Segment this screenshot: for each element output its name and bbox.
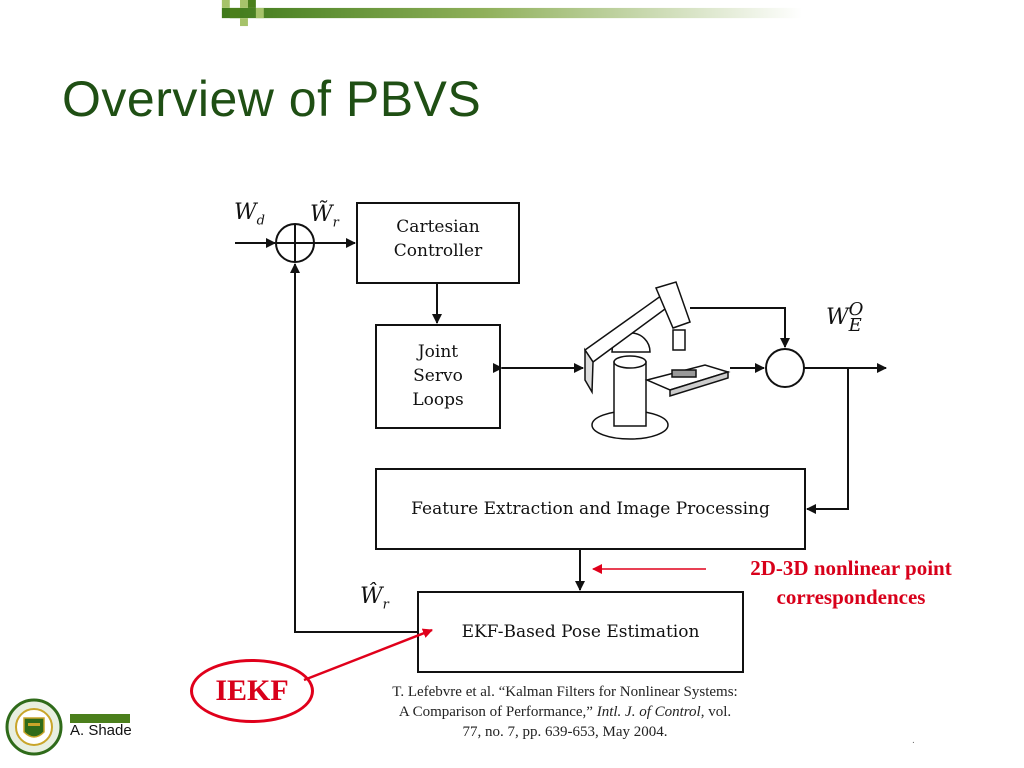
- desired-pose-label: Wd: [234, 200, 265, 229]
- feature-extraction-box: [375, 468, 806, 550]
- correspondences-annotation: 2D-3D nonlinear point correspondences: [750, 556, 952, 609]
- citation: T. Lefebvre et al. “Kalman Filters for N…: [392, 684, 738, 740]
- feature-extraction-label: Feature Extraction and Image Processing: [411, 499, 770, 519]
- footer-accent-bar: [70, 714, 130, 723]
- ekf-pose-estimation-box: [417, 591, 744, 673]
- ekf-pose-estimation-label: EKF-Based Pose Estimation: [461, 622, 700, 642]
- joint-servo-loops-box: [375, 324, 501, 429]
- iekf-arrow: [303, 628, 433, 682]
- cartesian-controller-box: [356, 202, 520, 284]
- iekf-callout: IEKF: [190, 659, 314, 723]
- joint-servo-loops-label: Joint Servo Loops: [412, 342, 464, 410]
- header-decoration: [221, 0, 803, 27]
- footer-author: A. Shademan: [70, 722, 132, 739]
- page-title: Overview of PBVS: [62, 71, 482, 127]
- summing-junction: [275, 223, 315, 263]
- cartesian-controller-label: Cartesian Controller: [393, 217, 483, 261]
- university-logo: [5, 698, 63, 756]
- pose-error-label: W̃r: [310, 202, 339, 231]
- camera-to-junction-wire: [690, 307, 790, 348]
- page-marker: .: [912, 735, 915, 746]
- feedback-wire: [290, 263, 418, 633]
- estimated-pose-label: Ŵr: [360, 584, 389, 613]
- output-to-feature-wire: [806, 368, 849, 514]
- output-junction: [765, 348, 805, 388]
- robot-arm-illustration: [583, 281, 731, 440]
